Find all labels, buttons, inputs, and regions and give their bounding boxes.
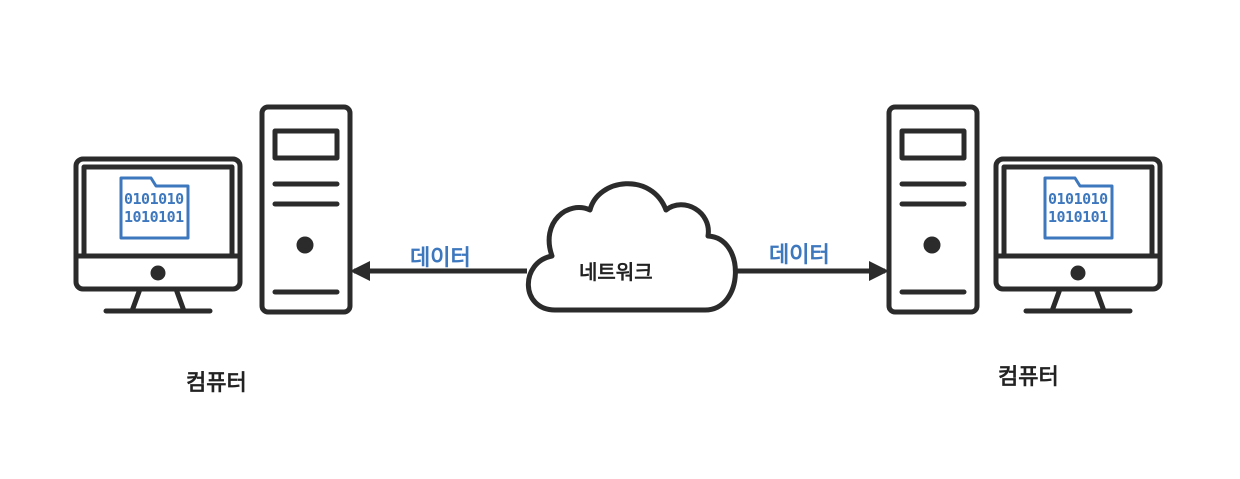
right-binary-text: 0101010 1010101 [1048,190,1108,226]
left-server-tower-icon [259,104,353,315]
left-binary-line-2: 1010101 [124,208,184,226]
right-binary-line-2: 1010101 [1048,208,1108,226]
network-label: 네트워크 [579,260,653,284]
cloud-icon [525,181,738,313]
left-monitor-icon [73,156,243,314]
right-binary-line-1: 0101010 [1048,190,1108,208]
left-binary-file-icon [119,176,190,240]
right-server-tower-icon [886,104,980,315]
left-data-label: 데이터 [410,246,471,271]
left-computer-label: 컴퓨터 [186,371,247,396]
left-binary-line-1: 0101010 [124,190,184,208]
left-binary-text: 0101010 1010101 [124,190,184,226]
right-data-label: 데이터 [769,243,830,268]
right-monitor-icon [993,156,1163,314]
right-binary-file-icon [1043,176,1114,240]
right-computer-label: 컴퓨터 [998,365,1059,390]
